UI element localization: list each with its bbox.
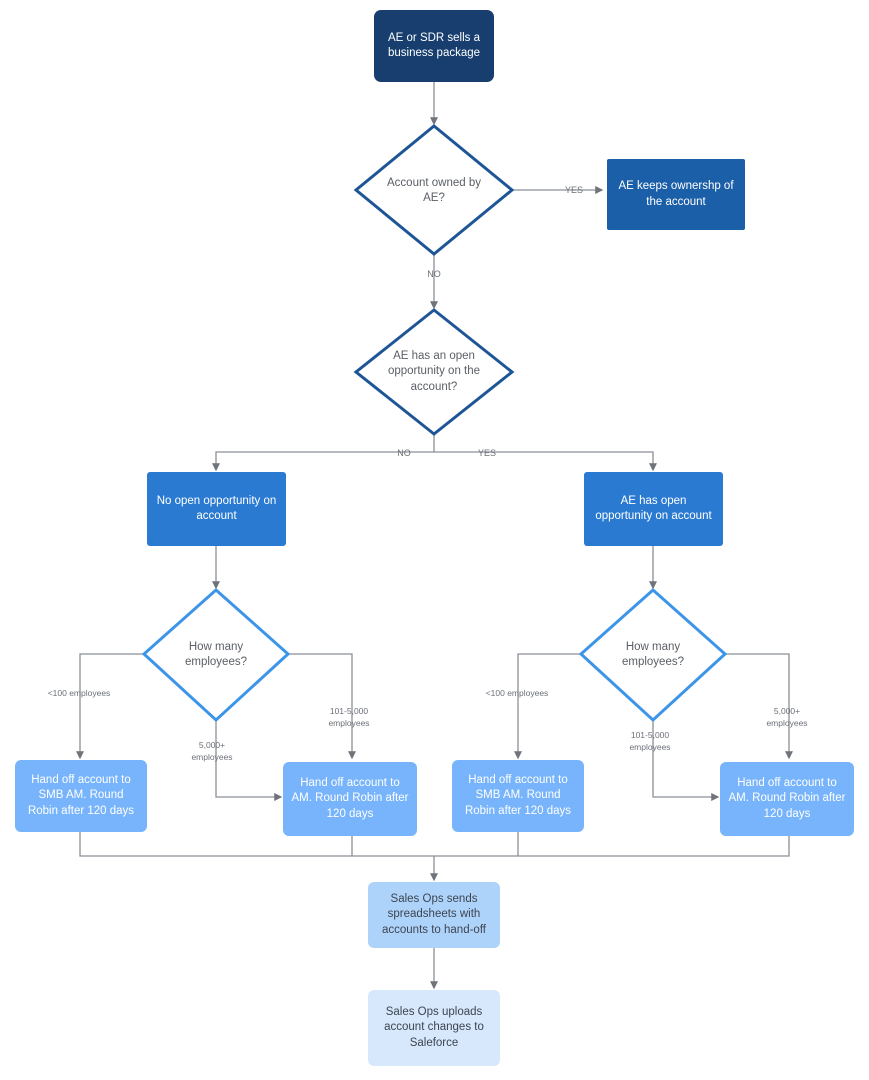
edge-label-left-101-line2: employees [328,718,369,728]
node-handoff-am-left-label: Hand off account to AM. Round Robin afte… [291,777,409,820]
node-handoff-am-right-label: Hand off account to AM. Round Robin afte… [728,777,846,820]
node-handoff-am-right[interactable]: Hand off account to AM. Round Robin afte… [720,762,854,836]
edge-label-left-101-line1: 101-5,000 [330,706,369,716]
node-ae-keeps-ownership-label: AE keeps ownershp of the account [618,180,734,208]
edge-d3right-101 [652,720,720,802]
node-ae-has-open-opportunity[interactable]: AE has open opportunity on account [584,472,723,546]
node-no-open-opportunity-label: No open opportunity on account [156,494,277,522]
edge-label-d2-yes: YES [478,448,496,458]
node-decision-open-opportunity[interactable]: AE has an open opportunity on the accoun… [353,308,515,436]
node-decision-employees-left-label: How many employees? [184,640,247,668]
edge-label-right-5000-line2: employees [766,718,807,728]
node-handoff-smb-right[interactable]: Hand off account to SMB AM. Round Robin … [452,760,584,832]
node-no-open-opportunity[interactable]: No open opportunity on account [147,472,286,546]
edge-d3left-lt100 [75,653,144,760]
edge-d3left-101 [288,653,357,760]
edge-d3right-lt100 [513,653,581,760]
node-handoff-smb-left[interactable]: Hand off account to SMB AM. Round Robin … [15,760,147,832]
edge-d2-no-to-noopen [211,451,434,472]
edge-d3left-5000 [215,720,283,802]
edge-label-layer: YES NO NO YES <100 employees 5,000+ empl… [48,185,808,762]
node-handoff-smb-right-label: Hand off account to SMB AM. Round Robin … [464,774,572,817]
edge-label-left-5000-line2: employees [191,752,232,762]
edge-smbleft-to-bus [79,832,434,857]
node-ae-has-open-opportunity-label: AE has open opportunity on account [595,494,712,522]
node-decision-account-owned-label: Account owned by AE? [387,176,481,204]
node-decision-open-opportunity-label: AE has an open opportunity on the accoun… [387,350,481,393]
node-sales-ops-uploads-label: Sales Ops uploads account changes to Sal… [384,1006,484,1049]
node-start[interactable]: AE or SDR sells a business package [374,10,494,82]
edge-layer [75,82,794,990]
node-decision-employees-right-label: How many employees? [621,640,684,668]
node-layer: AE or SDR sells a business package Accou… [15,10,854,1066]
node-sales-ops-sends[interactable]: Sales Ops sends spreadsheets with accoun… [368,882,500,948]
node-sales-ops-uploads[interactable]: Sales Ops uploads account changes to Sal… [368,990,500,1066]
edge-label-right-5000-line1: 5,000+ [774,706,800,716]
edge-d3right-5000 [725,653,794,760]
edge-label-left-5000-line1: 5,000+ [199,740,225,750]
edge-amright-to-bus [434,836,790,857]
edge-label-d1-yes: YES [565,185,583,195]
node-decision-account-owned[interactable]: Account owned by AE? [353,124,515,256]
edge-label-left-lt100: <100 employees [48,688,111,698]
edge-label-right-101-line1: 101-5,000 [631,730,670,740]
edge-d2-yes-to-hasopen [434,451,658,472]
edge-label-d1-no: NO [427,269,441,279]
node-handoff-am-left[interactable]: Hand off account to AM. Round Robin afte… [283,762,417,836]
node-handoff-smb-left-label: Hand off account to SMB AM. Round Robin … [27,774,135,817]
edge-label-d2-no: NO [397,448,411,458]
edge-label-right-lt100: <100 employees [486,688,549,698]
edge-label-right-101-line2: employees [629,742,670,752]
node-start-label: AE or SDR sells a business package [387,31,481,59]
node-decision-employees-left[interactable]: How many employees? [141,587,291,723]
node-sales-ops-sends-label: Sales Ops sends spreadsheets with accoun… [382,893,486,936]
node-ae-keeps-ownership[interactable]: AE keeps ownershp of the account [607,159,745,230]
node-decision-employees-right[interactable]: How many employees? [578,587,728,723]
